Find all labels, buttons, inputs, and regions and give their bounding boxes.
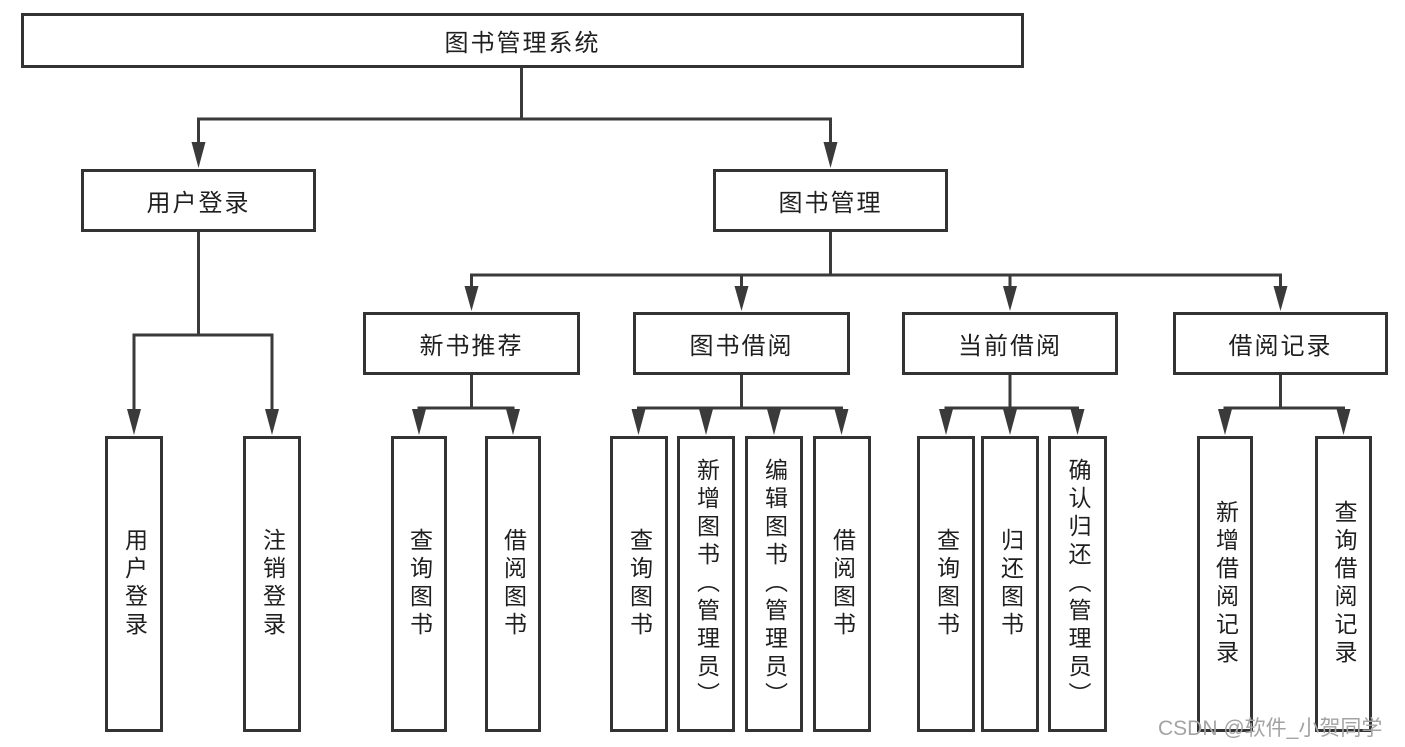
leaf-confirm-return-admin: 确认归还（管理员）	[1048, 436, 1107, 732]
leaf-query-book-current: 查询图书	[917, 436, 975, 732]
node-label: 图书管理	[778, 190, 883, 217]
arrowhead	[1273, 286, 1288, 311]
leaf-borrow-book: 借阅图书	[813, 436, 871, 732]
leaf-borrow-book-newbook: 借阅图书	[485, 436, 541, 732]
leaf-query-book-borrow: 查询图书	[610, 436, 668, 732]
node-label: 图书借阅	[689, 333, 794, 360]
node-label: 借阅记录	[1228, 333, 1333, 360]
arrowhead	[506, 409, 520, 435]
leaf-label: 新增借阅记录	[1212, 500, 1239, 668]
leaf-label: 新增图书（管理员）	[693, 458, 720, 710]
node-current-borrow: 当前借阅	[902, 312, 1118, 375]
leaf-label: 查询借阅记录	[1331, 500, 1357, 668]
leaf-query-borrow-record: 查询借阅记录	[1315, 436, 1372, 732]
node-borrow-record: 借阅记录	[1173, 312, 1388, 375]
leaf-user-login: 用户登录	[105, 436, 163, 732]
arrowhead	[265, 409, 279, 435]
leaf-label: 借阅图书	[500, 528, 527, 640]
leaf-label: 查询图书	[626, 528, 653, 640]
leaf-label: 归还图书	[997, 528, 1024, 640]
leaf-add-book-admin: 新增图书（管理员）	[677, 436, 735, 732]
arrowhead	[1336, 409, 1351, 435]
leaf-label: 查询图书	[933, 528, 960, 640]
node-label: 新书推荐	[419, 333, 524, 360]
arrowhead	[834, 409, 849, 435]
arrowhead	[1070, 409, 1085, 435]
csdn-watermark: CSDN @软件_小贺同学	[1158, 717, 1383, 740]
leaf-label: 确认归还（管理员）	[1065, 458, 1091, 710]
arrowhead	[734, 286, 749, 311]
leaf-label: 注销登录	[259, 528, 286, 640]
node-library-system: 图书管理系统	[21, 13, 1024, 68]
leaf-add-borrow-record: 新增借阅记录	[1197, 436, 1253, 732]
leaf-label: 借阅图书	[829, 528, 856, 640]
leaf-label: 查询图书	[406, 528, 433, 640]
leaf-query-book-newbook: 查询图书	[391, 436, 447, 732]
node-label: 用户登录	[146, 190, 251, 217]
node-user-login: 用户登录	[81, 169, 316, 232]
node-book-management: 图书管理	[713, 169, 948, 232]
connector-arrowheads	[127, 142, 1351, 435]
arrowhead	[191, 142, 206, 168]
arrowhead	[767, 409, 781, 435]
arrowhead	[939, 409, 953, 435]
arrowhead	[412, 409, 426, 435]
arrowhead	[823, 142, 838, 168]
arrowhead	[1003, 286, 1017, 311]
node-label: 当前借阅	[958, 333, 1062, 360]
arrowhead	[631, 409, 646, 435]
leaf-edit-book-admin: 编辑图书（管理员）	[745, 436, 803, 732]
leaf-label: 用户登录	[121, 528, 148, 640]
node-new-book-recommend: 新书推荐	[363, 312, 580, 375]
arrowhead	[127, 409, 141, 435]
arrowhead	[1003, 409, 1017, 435]
leaf-logout: 注销登录	[243, 436, 301, 732]
node-label: 图书管理系统	[444, 30, 601, 57]
leaf-return-book: 归还图书	[981, 436, 1039, 732]
arrowhead	[699, 409, 713, 435]
arrowhead	[464, 286, 479, 311]
leaf-label: 编辑图书（管理员）	[761, 458, 788, 710]
arrowhead	[1218, 409, 1232, 435]
node-book-borrow: 图书借阅	[633, 312, 850, 375]
